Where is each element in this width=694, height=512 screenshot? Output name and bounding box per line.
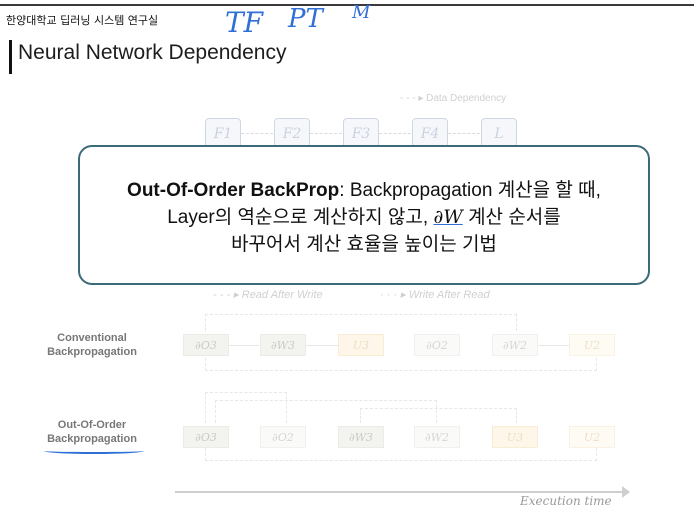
dependency-arc bbox=[205, 448, 597, 461]
handwritten-ink-1: TF bbox=[225, 6, 264, 39]
execution-time-label: Execution time bbox=[520, 494, 612, 508]
op-dw3: ∂W3 bbox=[260, 334, 306, 356]
conventional-row-label: Conventional Backpropagation bbox=[32, 331, 152, 359]
op-do3: ∂O3 bbox=[183, 334, 229, 356]
handwritten-underline bbox=[44, 448, 144, 454]
op-arrow bbox=[229, 345, 259, 346]
dotted-arrow-icon: · · · ▸ bbox=[380, 289, 409, 301]
read-after-write-legend: - - - ▸ Read After Write bbox=[213, 288, 323, 301]
definition-popup: Out-Of-Order BackProp: Backpropagation 계… bbox=[78, 145, 650, 285]
execution-timeline bbox=[175, 491, 625, 493]
popup-colon: : bbox=[339, 180, 345, 201]
out-of-order-row-label: Out-Of-Order Backpropagation bbox=[32, 418, 152, 446]
dependency-arc bbox=[205, 392, 287, 423]
forward-arrow bbox=[379, 133, 411, 134]
op-do2: ∂O2 bbox=[414, 334, 460, 356]
op-arrow bbox=[306, 345, 338, 346]
popup-line-1-text: Backpropagation 계산을 할 때, bbox=[349, 180, 601, 201]
forward-arrow bbox=[448, 133, 480, 134]
op-dw2: ∂W2 bbox=[492, 334, 538, 356]
write-after-read-label: Write After Read bbox=[408, 289, 490, 301]
dependency-arc bbox=[205, 358, 597, 371]
popup-line-2-var: ∂W bbox=[433, 206, 463, 228]
data-dependency-legend: - - - ▸ Data Dependency bbox=[400, 93, 506, 104]
forward-arrow bbox=[310, 133, 342, 134]
out-of-order-label-line-1: Out-Of-Order bbox=[57, 419, 127, 431]
out-of-order-label-line-2: Backpropagation bbox=[47, 433, 137, 445]
op-u2: U2 bbox=[569, 334, 615, 356]
op-dw3: ∂W3 bbox=[338, 426, 384, 448]
handwritten-ink-2: PT bbox=[288, 4, 323, 34]
dependency-arc bbox=[205, 314, 517, 331]
conventional-label-line-2: Backpropagation bbox=[47, 346, 137, 358]
forward-node-loss: L bbox=[481, 118, 517, 150]
op-u3: U3 bbox=[338, 334, 384, 356]
dependency-arc bbox=[360, 408, 517, 423]
slide-title: Neural Network Dependency bbox=[18, 41, 287, 64]
read-after-write-label: Read After Write bbox=[241, 289, 323, 301]
top-rule bbox=[0, 4, 694, 6]
popup-line-2: Layer의 역순으로 계산하지 않고, ∂W 계산 순서를 bbox=[80, 204, 648, 231]
op-u2: U2 bbox=[569, 426, 615, 448]
op-do3: ∂O3 bbox=[183, 426, 229, 448]
timeline-arrowhead-icon bbox=[622, 486, 630, 498]
popup-line-1: Out-Of-Order BackProp: Backpropagation 계… bbox=[80, 177, 648, 204]
dashed-arrow-icon: - - - ▸ bbox=[400, 93, 427, 104]
handwritten-ink-3: M bbox=[352, 2, 371, 23]
forward-node-f1: F1 bbox=[205, 118, 241, 150]
lab-name: 한양대학교 딥러닝 시스템 연구실 bbox=[6, 14, 159, 27]
popup-line-3: 바꾸어서 계산 효율을 높이는 기법 bbox=[231, 234, 497, 255]
forward-arrow bbox=[241, 133, 273, 134]
op-arrow bbox=[538, 345, 569, 346]
data-dependency-label: Data Dependency bbox=[426, 93, 507, 104]
op-do2: ∂O2 bbox=[260, 426, 306, 448]
dashed-arrow-icon: - - - ▸ bbox=[213, 289, 242, 301]
op-dw2: ∂W2 bbox=[414, 426, 460, 448]
write-after-read-legend: · · · ▸ Write After Read bbox=[380, 288, 490, 301]
popup-term: Out-Of-Order BackProp bbox=[127, 180, 340, 201]
dependency-arc bbox=[215, 400, 437, 423]
op-u3: U3 bbox=[492, 426, 538, 448]
popup-line-2-pre: Layer의 역순으로 계산하지 않고, bbox=[167, 207, 429, 228]
conventional-label-line-1: Conventional bbox=[57, 332, 127, 344]
title-accent-bar bbox=[9, 40, 12, 74]
popup-line-2-post: 계산 순서를 bbox=[468, 207, 561, 228]
